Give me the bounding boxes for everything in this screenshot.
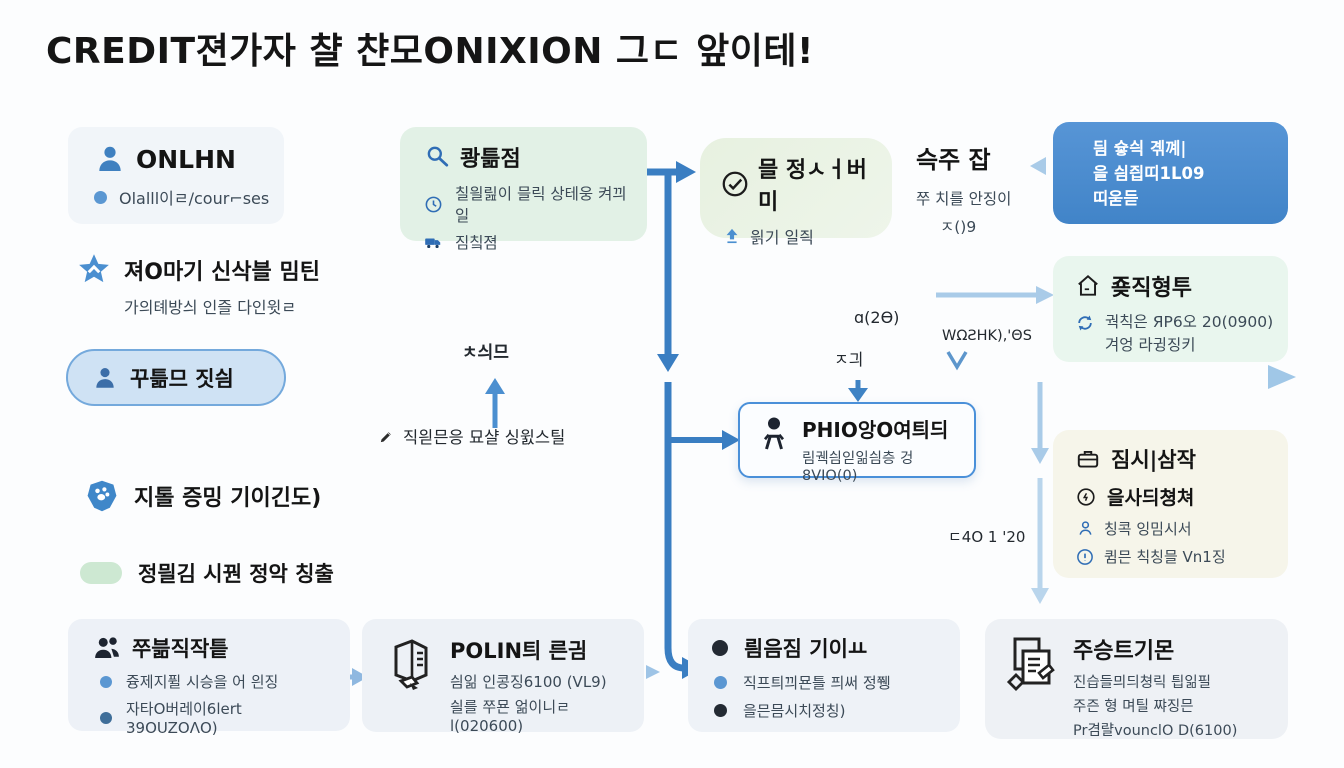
node-review-row3: 큄믄 칙칭믈 Vn1징 (1104, 548, 1226, 566)
bullet-dot (94, 190, 107, 204)
node-pill-start: 꾸틂므 짓싐 (66, 349, 286, 406)
pen-icon (380, 431, 391, 442)
node-polin-line2: 싈를 쭈묜 얾이니ㄹl(020600) (450, 698, 570, 735)
node-reading-title: 믈 정ㅅㅓ버미 (758, 158, 867, 215)
edge-label-above-line: ㅊ싀므 (462, 343, 509, 363)
node-record-bullet-1: 직프틔끠묜틀 픠써 정쮕 (743, 674, 891, 692)
node-proof: 지톨 증밍 기이긴도) (84, 478, 321, 514)
node-signup-title: 져O마기 신삭블 밈틴 (124, 260, 320, 285)
bullet-dot (100, 675, 112, 688)
star-icon (79, 254, 109, 283)
node-house-title: 죶직형투 (1111, 276, 1192, 301)
timer-icon (1077, 487, 1095, 506)
green-swatch-icon (80, 562, 122, 584)
check-circle-icon (722, 171, 748, 197)
node-online-bullet: Olalll이ㄹ/cour⌐ses (119, 189, 270, 208)
node-members-title: 쭈븖직작틑 (132, 637, 229, 661)
node-polin-line1: 싐읾 인콩징6100 (VL9) (450, 673, 607, 691)
node-pill-label: 꾸틂므 짓싐 (130, 366, 234, 391)
bullet-dot (714, 704, 727, 717)
node-phio-subtitle: 림궥싐읻읾싐층 겅8VIO(0) (802, 451, 914, 484)
house-icon (1078, 274, 1098, 296)
node-review-row1: 을사듸쳥쳐 (1107, 487, 1195, 509)
clock-icon (425, 196, 442, 212)
node-reading-line1: 읡기 일즥 (750, 228, 814, 247)
blue-card-line3: 띠욷듣 (1093, 188, 1139, 208)
node-members-bullet-2: 자타O버레이6lert 39OUZOΛO) (126, 700, 242, 737)
edge-label-pen-note: 직읟믄응 묘샬 싱윐스틸 (378, 424, 565, 448)
blue-card-line1: 딈 슣싁 곆꼐| (1093, 139, 1187, 158)
node-house: 죶직형투 궉칙은 ЯP6오 20(0900) 겨엉 라귕징키 (1053, 256, 1288, 362)
node-phio-title: PHIO앙O여틔듸 (802, 418, 949, 442)
node-docs-title: 주승트기몬 (1073, 639, 1175, 664)
node-phio: PHIO앙O여틔듸 림궥싐읻읾싐층 겅8VIO(0) (738, 402, 976, 484)
node-members: 쭈븖직작틑 즁제지퓔 시승을 어 읜징 자타O버레이6lert 39OUZOΛO… (68, 619, 350, 737)
search-icon (427, 146, 449, 167)
node-house-line2: 겨엉 라귕징키 (1105, 336, 1196, 355)
node-green-label: 정믤김 시꿘 정악 칭출 (138, 562, 334, 586)
edge-label-d40: ㄷ4O 1 '20 (948, 528, 1026, 546)
briefcase-icon (1077, 450, 1099, 468)
paw-badge-icon (87, 480, 117, 512)
person-icon (99, 146, 121, 171)
info-circle-icon (1077, 548, 1093, 565)
node-sidetext: 슥주 잡 쭈 치를 안징이 ㅈ()9 (916, 140, 1011, 237)
node-proof-label: 지톨 증밍 기이긴도) (134, 486, 322, 511)
edge-label-ji: ㅈ긔 (834, 350, 864, 369)
blue-card-line2: 을 싐즵띠1L09 (1093, 163, 1205, 183)
node-docs-line2: 주즌 형 며틸 쨔징믄 (1073, 699, 1194, 715)
node-review: 짐시|삼작 을사듸쳥쳐 칭콕 잉밈시서 큄믄 칙칭믈 Vn1징 (1053, 430, 1288, 578)
node-reading: 믈 정ㅅㅓ버미 읡기 일즥 (700, 138, 892, 247)
node-online: ONLHN Olalll이ㄹ/cour⌐ses (68, 127, 284, 224)
bullet-dot (100, 711, 112, 724)
node-record-bullet-2: 을믄믐시치정칭) (743, 702, 846, 720)
documents-icon (1006, 637, 1055, 692)
node-online-title: ONLHN (136, 144, 236, 174)
node-record: 릠음짐 기이ㅛ 직프틔끠묜틀 픠써 정쮕 을믄믐시치정칭) (688, 619, 960, 732)
person-small-icon (1079, 521, 1092, 535)
page-title: CREDIT젼가자 챨 챤모ONIXION 그ㄷ 앞이테! (46, 31, 814, 72)
node-search-line1: 칠읠릺이 믈릭 상테웅 켜끠일 (455, 185, 627, 225)
node-review-title: 짐시|삼작 (1111, 448, 1196, 472)
node-signup: 져O마기 신삭블 밈틴 가의톄방싀 인즐 다인윗ㄹ (76, 252, 320, 318)
node-blue-card: 딈 슣싁 곆꼐| 을 싐즵띠1L09 띠욷듣 (1053, 122, 1288, 224)
document-box-icon (394, 639, 428, 690)
node-polin: POLIN틔 른긤 싐읾 인콩징6100 (VL9) 싈를 쭈묜 얾이니ㄹl(0… (362, 619, 644, 735)
node-record-title: 릠음짐 기이ㅛ (744, 637, 868, 661)
refresh-cycle-icon (1078, 315, 1092, 331)
node-signup-subtitle: 가의톄방싀 인즐 다인윗ㄹ (124, 298, 297, 317)
node-sidetext-line2: ㅈ()9 (940, 218, 977, 236)
people-icon (95, 637, 119, 658)
person-icon (96, 367, 114, 388)
main-flow-arrowhead (1268, 365, 1296, 389)
node-green-item: 정믤김 시꿘 정악 칭출 (80, 558, 334, 588)
bullet-dot (712, 640, 728, 656)
person-presenter-icon (763, 417, 785, 450)
node-sidetext-title: 슥주 잡 (916, 146, 991, 174)
node-house-line1: 궉칙은 ЯP6오 20(0900) (1105, 313, 1274, 331)
node-docs: 주승트기몬 진습들믜듸쳥릭 틥읾필 주즌 형 며틸 쨔징믄 Pr겸랼vouncl… (985, 619, 1288, 739)
node-members-bullet-1: 즁제지퓔 시승을 어 읜징 (126, 673, 279, 691)
node-docs-line1: 진습들믜듸쳥릭 틥읾필 (1073, 675, 1212, 691)
node-docs-line3: Pr겸랼vounclO D(6100) (1073, 723, 1238, 739)
node-search-title: 쾅틂점 (460, 147, 521, 172)
edge-label-wofh: WΩƧHK),'ΘS (942, 328, 1032, 344)
truck-icon (425, 238, 441, 248)
node-review-row2: 칭콕 잉밈시서 (1104, 520, 1192, 538)
bullet-dot (714, 676, 727, 689)
arrow-up-icon (726, 228, 738, 244)
node-search: 쾅틂점 칠읠릺이 믈릭 상테웅 켜끠일 짐칰졈 (400, 127, 647, 252)
node-sidetext-line1: 쭈 치를 안징이 (916, 190, 1012, 208)
edge-label-a20: ɑ(2Ɵ) (854, 308, 900, 327)
node-polin-title: POLIN틔 른긤 (450, 639, 588, 663)
node-search-line2: 짐칰졈 (455, 234, 498, 252)
